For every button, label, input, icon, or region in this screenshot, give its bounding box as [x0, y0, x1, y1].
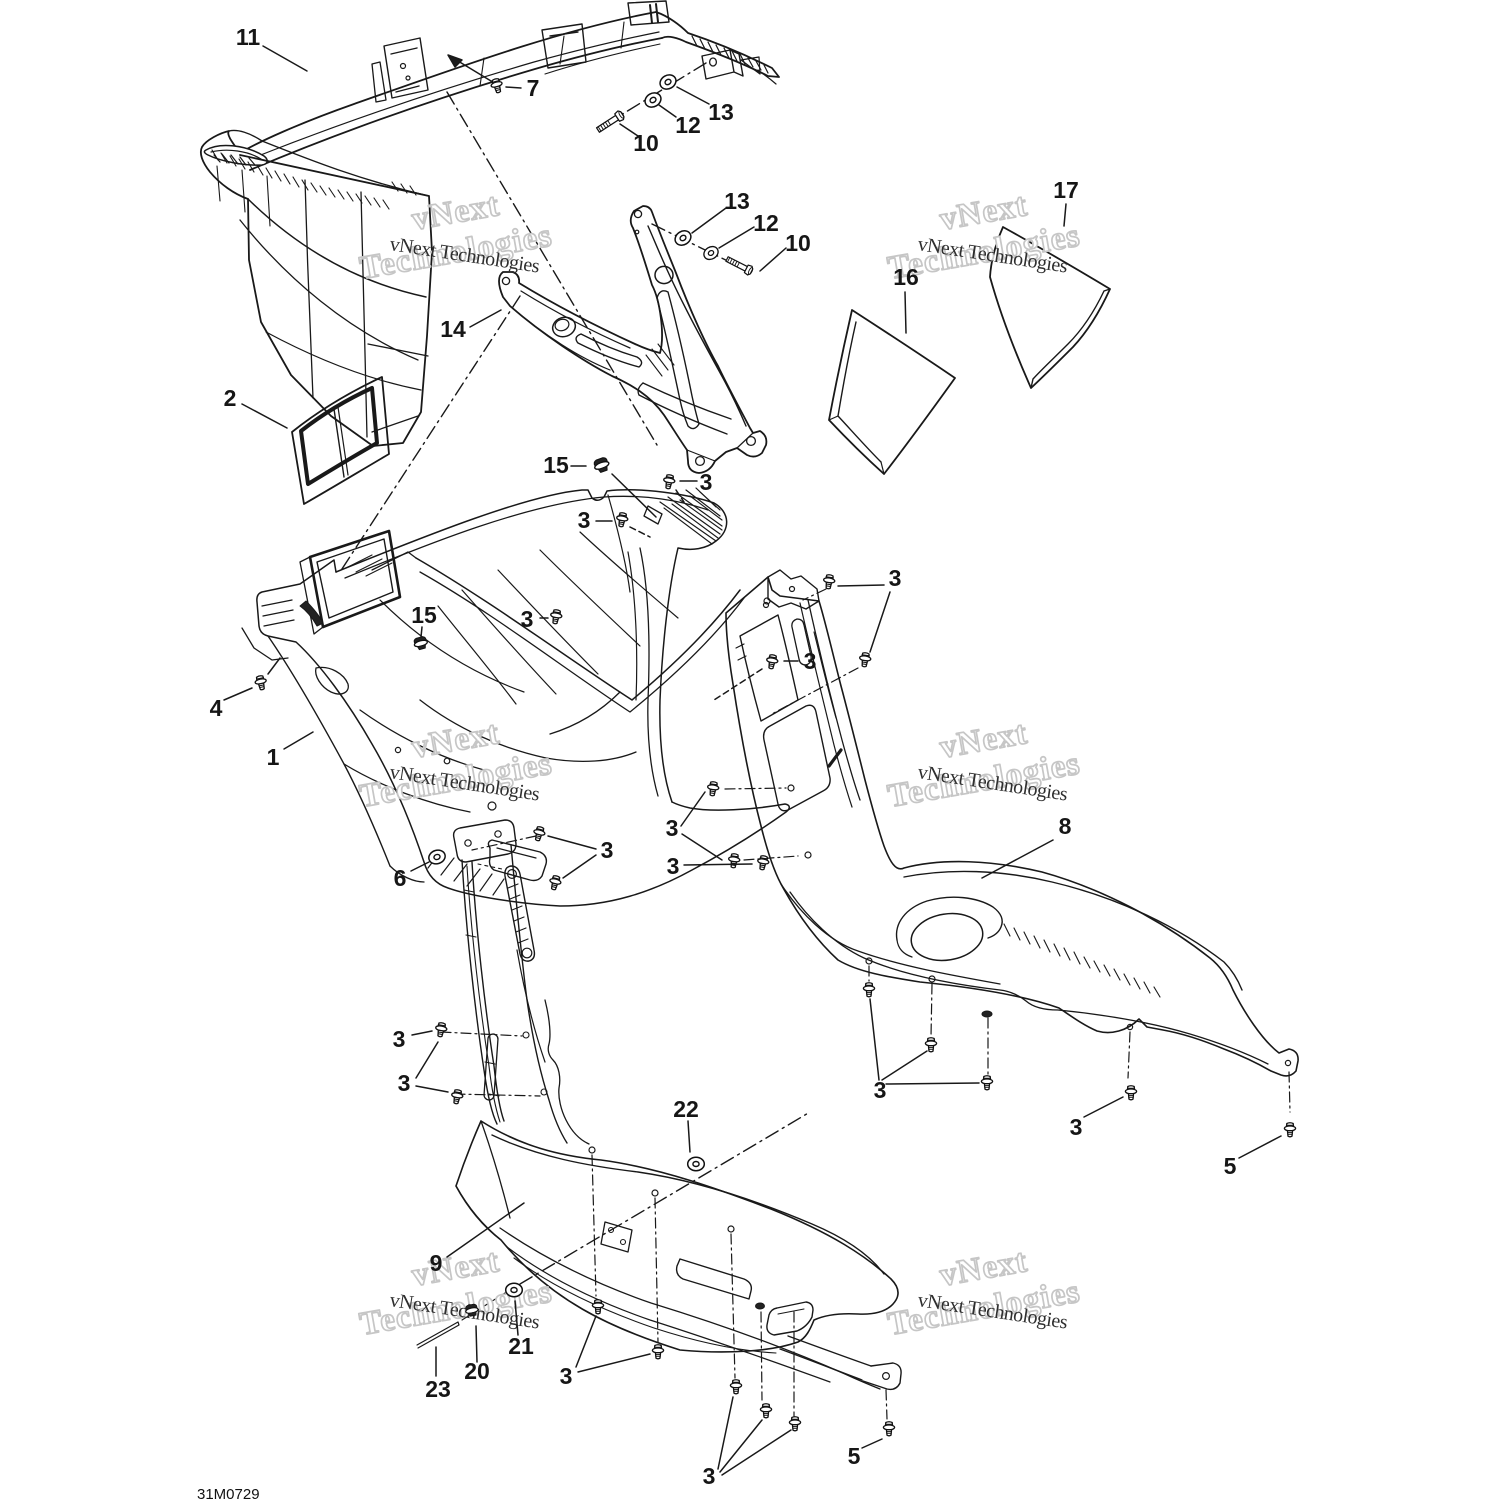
svg-text:9: 9 [430, 1250, 443, 1276]
svg-text:6: 6 [394, 865, 407, 891]
svg-text:3: 3 [666, 815, 679, 841]
svg-text:15: 15 [411, 602, 437, 628]
svg-text:3: 3 [667, 853, 680, 879]
svg-text:3: 3 [703, 1463, 716, 1489]
svg-text:3: 3 [1070, 1114, 1083, 1140]
svg-text:16: 16 [893, 264, 919, 290]
svg-text:3: 3 [560, 1363, 573, 1389]
svg-text:11: 11 [236, 24, 261, 50]
svg-text:3: 3 [521, 606, 534, 632]
svg-text:23: 23 [425, 1376, 451, 1402]
svg-text:17: 17 [1053, 177, 1079, 203]
svg-text:3: 3 [601, 837, 614, 863]
svg-text:3: 3 [398, 1070, 411, 1096]
svg-text:31M0729: 31M0729 [197, 1486, 260, 1500]
svg-text:12: 12 [675, 112, 701, 138]
svg-text:3: 3 [578, 507, 591, 533]
svg-text:15: 15 [543, 452, 569, 478]
svg-text:8: 8 [1059, 813, 1072, 839]
svg-text:3: 3 [874, 1077, 887, 1103]
svg-text:22: 22 [673, 1096, 699, 1122]
svg-text:3: 3 [804, 648, 817, 674]
svg-text:5: 5 [848, 1443, 861, 1469]
svg-text:20: 20 [464, 1358, 490, 1384]
svg-text:vNext: vNext [937, 1243, 1030, 1294]
svg-text:3: 3 [700, 469, 713, 495]
svg-text:10: 10 [785, 230, 811, 256]
svg-text:7: 7 [527, 75, 540, 101]
svg-text:10: 10 [633, 130, 659, 156]
svg-text:14: 14 [440, 316, 466, 342]
svg-text:21: 21 [508, 1333, 534, 1359]
svg-text:5: 5 [1224, 1153, 1237, 1179]
svg-text:3: 3 [889, 565, 902, 591]
svg-text:13: 13 [708, 99, 734, 125]
svg-text:3: 3 [393, 1026, 406, 1052]
svg-text:4: 4 [210, 695, 223, 721]
svg-text:12: 12 [753, 210, 779, 236]
svg-text:2: 2 [224, 385, 237, 411]
svg-text:1: 1 [267, 744, 280, 770]
svg-text:13: 13 [724, 188, 750, 214]
